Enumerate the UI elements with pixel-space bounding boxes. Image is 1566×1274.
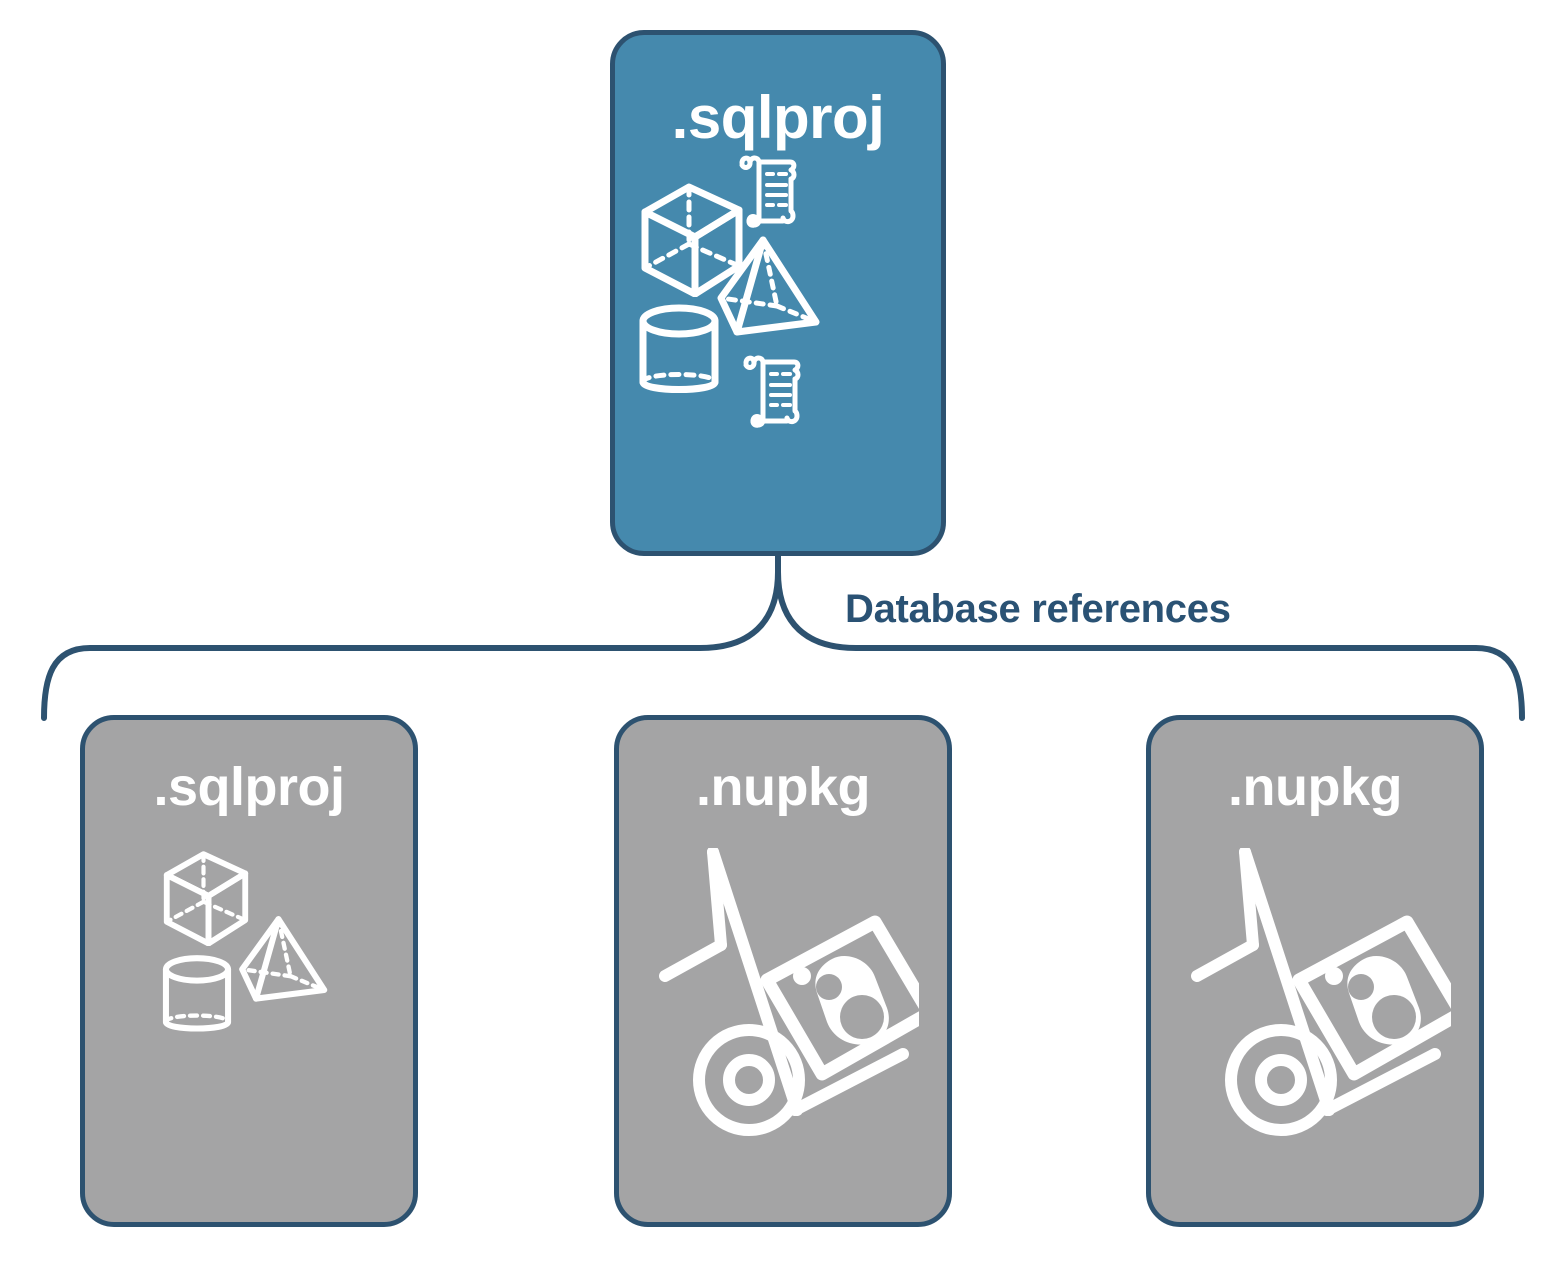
node-root-label: .sqlproj [671, 84, 885, 151]
node-child-2-label: .nupkg [1228, 757, 1402, 817]
pyramid-wireframe-icon [239, 916, 328, 1002]
root-icon-group [615, 152, 941, 551]
node-nupkg-reference-1[interactable]: .nupkg [614, 715, 952, 1227]
child-0-icon-group [85, 818, 413, 1222]
script-scroll-icon [743, 355, 801, 428]
cylinder-wireframe-icon [639, 304, 719, 393]
cube-wireframe-icon [641, 183, 743, 297]
node-sqlproj-root[interactable]: .sqlproj [610, 30, 946, 556]
script-scroll-icon [739, 155, 797, 228]
child-2-icon-group [1151, 818, 1479, 1222]
node-sqlproj-reference[interactable]: .sqlproj [80, 715, 418, 1227]
hand-truck-nuget-package-icon [659, 848, 919, 1136]
hand-truck-nuget-package-icon [1191, 848, 1451, 1136]
node-child-0-label: .sqlproj [153, 757, 345, 817]
node-child-1-label: .nupkg [696, 757, 870, 817]
child-1-icon-group [619, 818, 947, 1222]
pyramid-wireframe-icon [717, 236, 820, 336]
connector-label: Database references [845, 587, 1231, 631]
node-nupkg-reference-2[interactable]: .nupkg [1146, 715, 1484, 1227]
cylinder-wireframe-icon [162, 955, 232, 1032]
cube-wireframe-icon [163, 851, 249, 946]
